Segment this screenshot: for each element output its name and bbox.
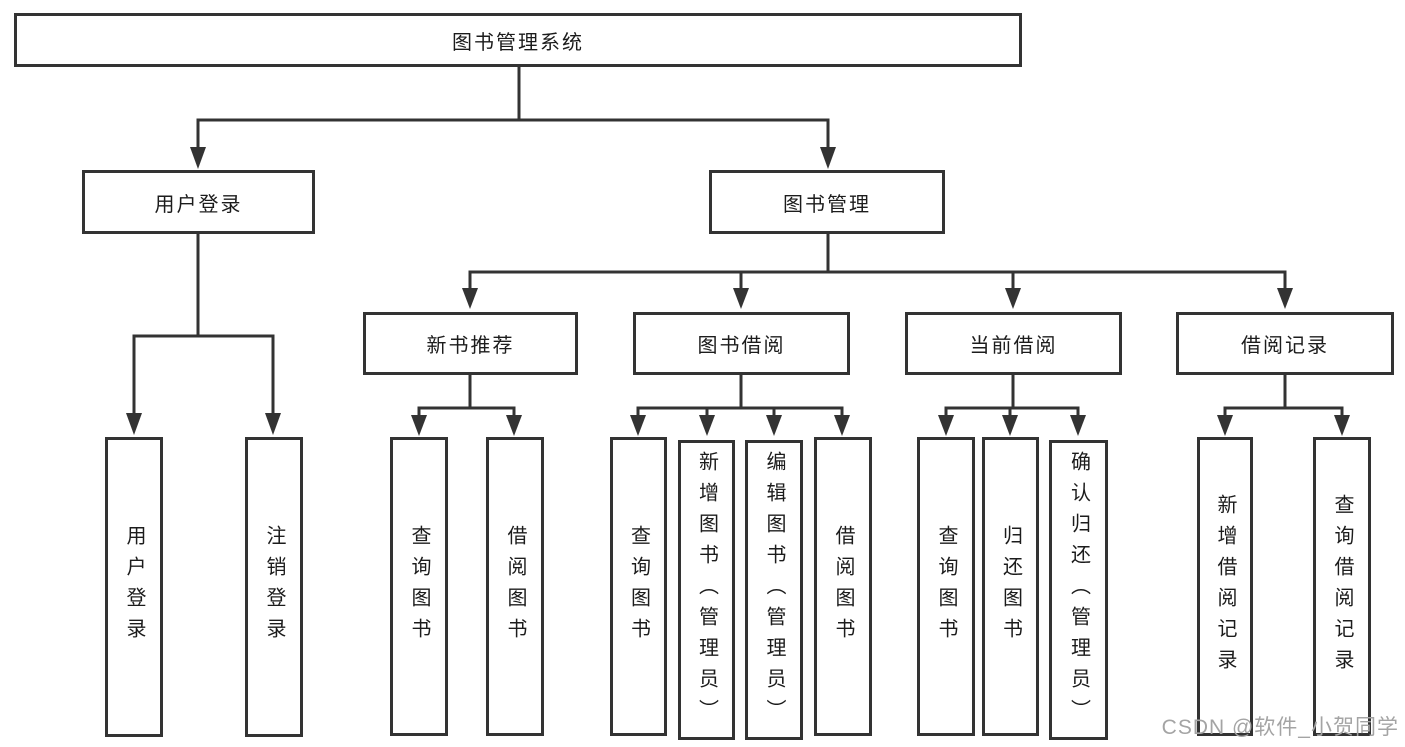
leaf-confirm-return-admin: 确认归还（管理员） [1049, 440, 1108, 740]
connector-new-book-children [411, 374, 522, 436]
node-label: 查询图书 [935, 524, 957, 649]
node-book-borrow: 图书借阅 [633, 312, 850, 375]
leaf-query-books: 查询图书 [917, 437, 975, 736]
connector-book-management-children [462, 233, 1293, 309]
leaf-edit-book-admin: 编辑图书（管理员） [745, 440, 803, 740]
node-label: 借阅图书 [832, 524, 854, 649]
leaf-user-login: 用户登录 [105, 437, 163, 737]
leaf-return-books: 归还图书 [982, 437, 1039, 736]
node-label: 当前借阅 [969, 335, 1058, 357]
node-label: 新书推荐 [426, 335, 515, 357]
node-label: 图书借阅 [697, 335, 786, 357]
node-label: 借阅图书 [504, 524, 526, 649]
connector-user-login-children [126, 233, 281, 435]
leaf-query-books: 查询图书 [390, 437, 448, 736]
node-label: 查询图书 [627, 524, 650, 649]
connector-book-borrow-children [630, 374, 850, 436]
connector-current-borrow-children [938, 374, 1086, 436]
node-label: 用户登录 [154, 193, 243, 216]
node-book-management: 图书管理 [709, 170, 945, 234]
connector-root-to-level2 [190, 67, 836, 169]
connector-borrow-records-children [1217, 374, 1350, 436]
leaf-borrow-books: 借阅图书 [814, 437, 872, 736]
node-borrow-records: 借阅记录 [1176, 312, 1394, 375]
leaf-add-borrow-record: 新增借阅记录 [1197, 437, 1253, 736]
node-label: 归还图书 [999, 524, 1022, 649]
leaf-borrow-books: 借阅图书 [486, 437, 544, 736]
node-label: 新增图书（管理员） [695, 450, 718, 730]
node-label: 新增借阅记录 [1214, 493, 1236, 680]
node-label: 用户登录 [123, 525, 145, 649]
node-user-login: 用户登录 [82, 170, 315, 234]
leaf-query-books: 查询图书 [610, 437, 667, 736]
node-label: 图书管理系统 [452, 31, 584, 54]
csdn-watermark: CSDN @软件_小贺同学 [1161, 716, 1399, 739]
node-label: 确认归还（管理员） [1067, 450, 1090, 730]
leaf-query-borrow-record: 查询借阅记录 [1313, 437, 1371, 736]
node-new-book-recommend: 新书推荐 [363, 312, 578, 375]
node-label: 图书管理 [783, 193, 871, 216]
node-label: 查询借阅记录 [1331, 493, 1353, 680]
node-current-borrow: 当前借阅 [905, 312, 1122, 375]
node-label: 编辑图书（管理员） [763, 450, 785, 730]
node-label: 查询图书 [408, 524, 430, 649]
leaf-add-book-admin: 新增图书（管理员） [678, 440, 735, 740]
node-root-system: 图书管理系统 [14, 13, 1022, 67]
leaf-logout: 注销登录 [245, 437, 303, 737]
node-label: 借阅记录 [1241, 335, 1329, 357]
node-label: 注销登录 [263, 525, 285, 649]
